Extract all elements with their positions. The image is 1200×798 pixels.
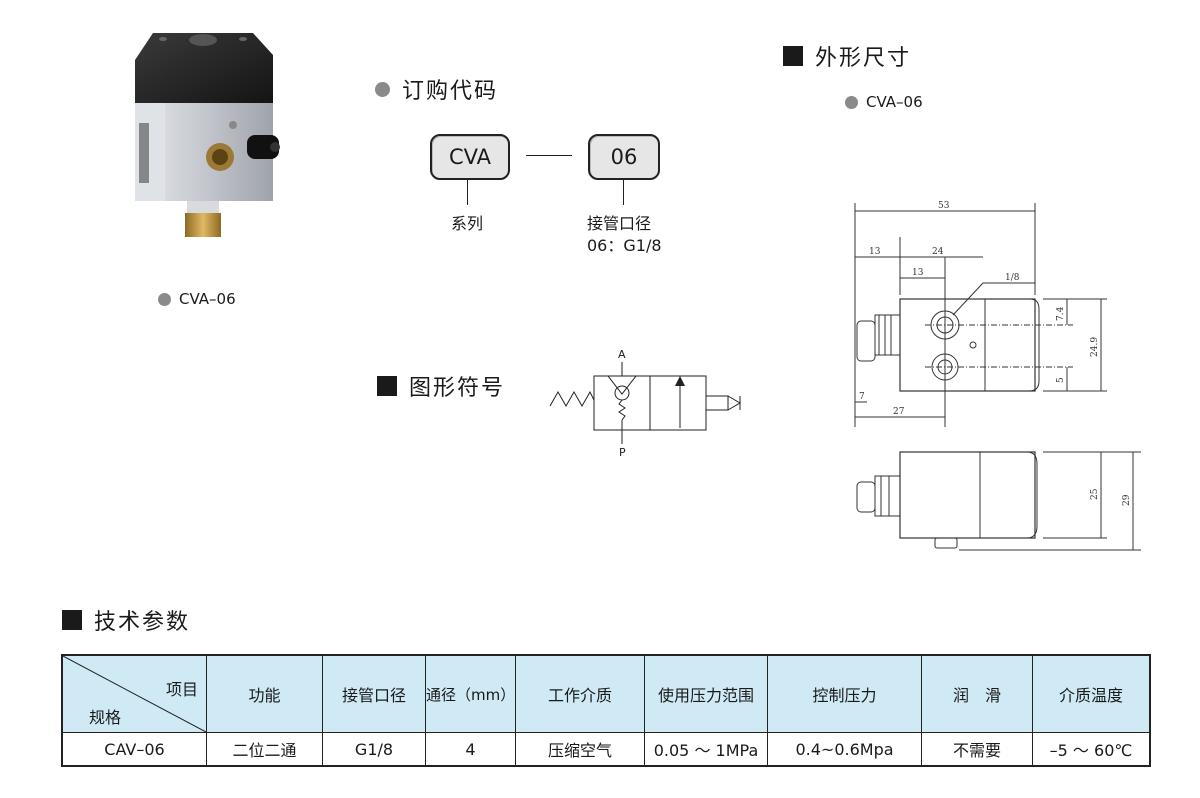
dim-13a: 13 (869, 247, 881, 257)
specs-table: 项目 规格 功能 接管口径 通径（mm） 工作介质 使用压力范围 控制压力 润 … (61, 654, 1151, 767)
product-photo (125, 25, 295, 250)
col-header: 润 滑 (921, 654, 1033, 733)
col-header: 控制压力 (767, 654, 922, 733)
diagonal-line (63, 656, 206, 732)
bullet-icon (845, 95, 858, 109)
series-leader (467, 178, 468, 205)
dim-13b: 13 (912, 268, 924, 278)
col-header: 接管口径 (322, 654, 426, 733)
specs-table-wrap: 项目 规格 功能 接管口径 通径（mm） 工作介质 使用压力范围 控制压力 润 … (61, 654, 1151, 767)
col-header: 工作介质 (515, 654, 645, 733)
dim-27: 27 (893, 407, 905, 417)
cell-temperature: –5 ～ 60℃ (1032, 732, 1151, 767)
dim-24-9: 24.9 (1090, 337, 1100, 357)
product-caption: CVA–06 (158, 290, 236, 308)
corner-cell: 项目 规格 (61, 654, 207, 733)
dim-24: 24 (932, 247, 944, 257)
dim-thread: 1/8 (1005, 273, 1020, 283)
dim-29: 29 (1122, 494, 1132, 506)
dimension-drawing-side: 25 29 (845, 440, 1145, 555)
cell-control-pressure: 0.4~0.6Mpa (767, 732, 922, 767)
port-a-label: A (618, 348, 626, 361)
dim-53: 53 (938, 201, 950, 211)
table-header-row: 项目 规格 功能 接管口径 通径（mm） 工作介质 使用压力范围 控制压力 润 … (61, 654, 1151, 733)
dimension-drawing-top: 53 13 24 13 1/8 7.4 24.9 5 7 27 (845, 195, 1145, 430)
cell-medium: 压缩空气 (515, 732, 645, 767)
code-separator (526, 155, 572, 156)
cell-port: G1/8 (322, 732, 426, 767)
dimensions-model: CVA–06 (845, 93, 923, 111)
valve-symbol (548, 348, 758, 460)
col-header: 介质温度 (1032, 654, 1151, 733)
dim-25: 25 (1090, 488, 1100, 500)
col-header: 通径（mm） (425, 654, 516, 733)
order-code-heading: 订购代码 (375, 73, 498, 105)
col-header: 功能 (206, 654, 323, 733)
cell-model: CAV–06 (61, 732, 207, 767)
port-code-box: 06 (588, 134, 660, 180)
port-leader (623, 178, 624, 205)
cell-lubrication: 不需要 (921, 732, 1033, 767)
dimensions-heading: 外形尺寸 (783, 40, 911, 72)
dim-5: 5 (1056, 377, 1066, 383)
dim-7: 7 (859, 392, 865, 402)
corner-bottom-label: 规格 (89, 708, 122, 727)
series-code-box: CVA (430, 134, 510, 180)
table-row: CAV–06 二位二通 G1/8 4 压缩空气 0.05 ～ 1MPa 0.4~… (61, 732, 1151, 767)
cell-bore: 4 (425, 732, 516, 767)
bullet-icon (375, 81, 390, 97)
port-label: 接管口径 (587, 214, 652, 233)
port-p-label: P (619, 446, 626, 459)
port-value: 06：G1/8 (587, 236, 662, 255)
col-header: 使用压力范围 (644, 654, 768, 733)
symbol-heading: 图形符号 (377, 370, 505, 402)
dim-7-4: 7.4 (1056, 306, 1066, 321)
series-label: 系列 (451, 214, 484, 233)
corner-top-label: 项目 (165, 680, 198, 699)
cell-pressure-range: 0.05 ～ 1MPa (644, 732, 768, 767)
bullet-square-icon (62, 610, 82, 630)
bullet-square-icon (377, 376, 397, 396)
bullet-square-icon (783, 46, 803, 66)
bullet-icon (158, 292, 171, 306)
specs-heading: 技术参数 (62, 604, 190, 636)
cell-function: 二位二通 (206, 732, 323, 767)
